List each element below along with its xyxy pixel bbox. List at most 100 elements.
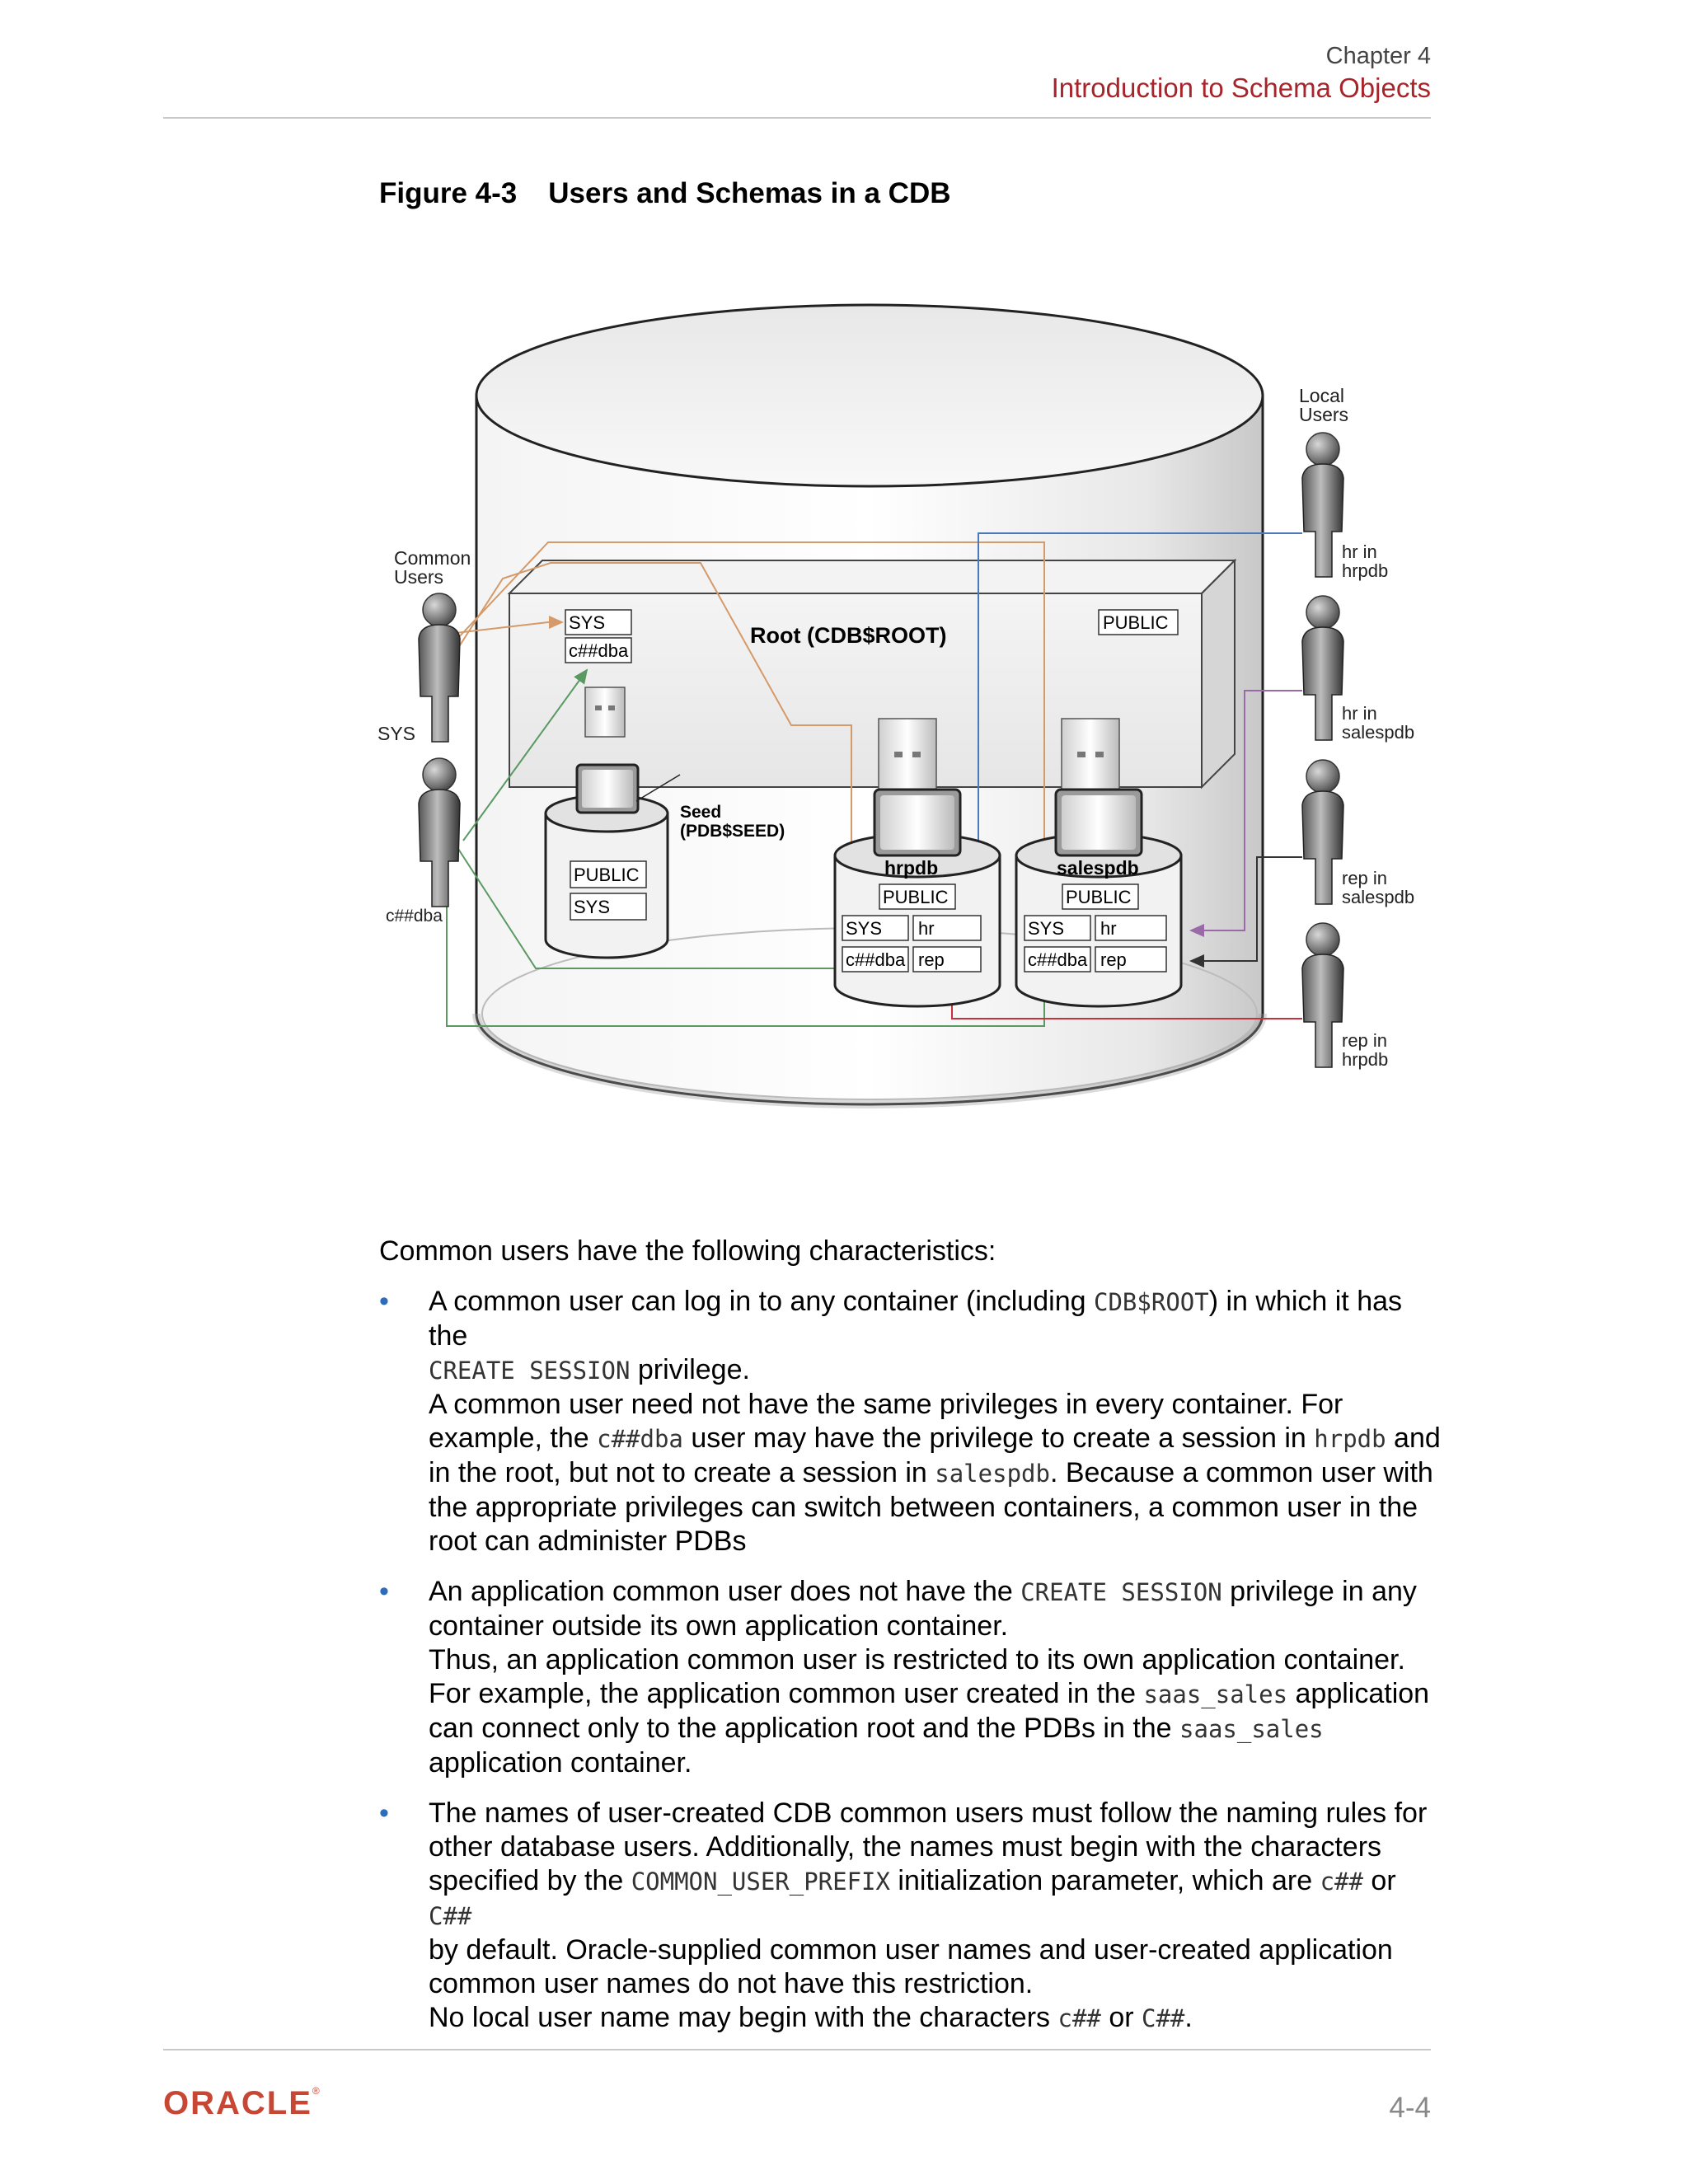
text-run: and (1386, 1422, 1441, 1454)
rep-in-salespdb-label-1: rep in (1342, 868, 1387, 888)
rep-in-hrpdb-label-2: hrpdb (1342, 1049, 1388, 1070)
seed-sys-label: SYS (574, 897, 610, 917)
code-saas-sales: saas_sales (1179, 1715, 1324, 1743)
common-user-cdba-label: c##dba (386, 907, 443, 926)
text-line: by default. Oracle-supplied common user … (429, 1934, 1393, 1966)
root-title: Root (CDB$ROOT) (750, 623, 946, 648)
salespdb-cdba-label: c##dba (1028, 949, 1088, 970)
common-users-label-2: Users (394, 566, 443, 588)
text-run: privilege in any (1221, 1576, 1417, 1607)
local-user-rep-hrpdb-icon (1301, 922, 1344, 1068)
text-run: can connect only to the application root… (429, 1713, 1180, 1744)
salespdb-label: salespdb (1057, 857, 1139, 879)
text-run: . Because a common user with (1049, 1457, 1433, 1488)
local-user-hr-hrpdb-icon (1301, 432, 1344, 578)
text-run: user may have the privilege to create a … (682, 1422, 1315, 1454)
text-run: application (1287, 1678, 1430, 1709)
text-line: The names of user-created CDB common use… (429, 1797, 1428, 1829)
header-title[interactable]: Introduction to Schema Objects (1051, 73, 1431, 103)
text-run: example, the (429, 1422, 598, 1454)
cdb-diagram: SYS c##dba PUBLIC Root (CDB$ROOT) PUBLIC… (377, 303, 1414, 1108)
text-line: Thus, an application common user is rest… (429, 1644, 1405, 1675)
code-prefix-lower: c## (1320, 1868, 1363, 1896)
oracle-logo: ORACLE® (163, 2085, 321, 2122)
header-divider (163, 117, 1431, 119)
list-item: • The names of user-created CDB common u… (379, 1797, 1442, 2036)
text-run: privilege. (630, 1354, 750, 1385)
code-create-session: CREATE SESSION (1020, 1578, 1222, 1606)
text-run: ) in which it has the (429, 1286, 1403, 1352)
list-item: • An application common user does not ha… (379, 1575, 1442, 1780)
hrpdb-rep-label: rep (918, 949, 945, 970)
rep-in-hrpdb-label-1: rep in (1342, 1030, 1387, 1051)
code-cdbroot: CDB$ROOT (1094, 1288, 1209, 1316)
hrpdb-sys-label: SYS (846, 918, 882, 939)
page-number: 4-4 (1389, 2092, 1431, 2124)
hr-in-salespdb-label-1: hr in (1342, 703, 1377, 724)
root-sys-label: SYS (569, 612, 605, 633)
hrpdb-hr-label: hr (918, 918, 935, 939)
figure-caption: Figure 4-3 Users and Schemas in a CDB (379, 177, 951, 210)
hrpdb-pdb: hrpdb PUBLIC SYS hr c##dba rep (833, 718, 1001, 1008)
list-item: • A common user can log in to any contai… (379, 1285, 1442, 1558)
salespdb-pdb: salespdb PUBLIC SYS hr c##dba rep (1015, 718, 1183, 1008)
text-line: container outside its own application co… (429, 1610, 1009, 1642)
local-users-label-1: Local (1299, 385, 1344, 406)
text-run: in the root, but not to create a session… (429, 1457, 935, 1488)
local-users-label-2: Users (1299, 404, 1348, 425)
seed-pdb: PUBLIC SYS Seed (PDB$SEED) (544, 687, 785, 959)
code-hrpdb: hrpdb (1314, 1425, 1386, 1453)
salespdb-rep-label: rep (1100, 949, 1127, 970)
seed-label-2: (PDB$SEED) (680, 822, 785, 841)
text-run: or (1362, 1865, 1396, 1896)
seed-label-1: Seed (680, 803, 721, 822)
text-run: A common user can log in to any containe… (429, 1286, 1095, 1317)
code-salespdb: salespdb (935, 1460, 1050, 1488)
intro-paragraph: Common users have the following characte… (379, 1235, 996, 1267)
code-common-user-prefix: COMMON_USER_PREFIX (631, 1868, 890, 1896)
text-run: For example, the application common user… (429, 1678, 1144, 1709)
common-user-sys-label: SYS (377, 723, 415, 744)
figure-title: Users and Schemas in a CDB (548, 177, 951, 209)
oracle-logo-text: ORACLE (163, 2085, 312, 2121)
text-line: application container. (429, 1747, 692, 1779)
text-run: An application common user does not have… (429, 1576, 1021, 1607)
root-public-label: PUBLIC (1103, 612, 1169, 633)
local-user-hr-salespdb-icon (1301, 595, 1344, 741)
code-cdba: c##dba (597, 1425, 683, 1453)
seed-public-label: PUBLIC (574, 865, 640, 885)
salespdb-sys-label: SYS (1028, 918, 1064, 939)
code-prefix-lower: c## (1057, 2004, 1101, 2032)
figure-number: Figure 4-3 (379, 177, 518, 209)
trademark-icon: ® (312, 2085, 321, 2097)
root-container-box (507, 558, 1237, 790)
root-schema-boxes: SYS c##dba PUBLIC Root (CDB$ROOT) (565, 609, 1179, 663)
bullet-icon: • (379, 1576, 389, 1607)
text-line: the appropriate privileges can switch be… (429, 1492, 1418, 1523)
footer-divider (163, 2049, 1431, 2050)
hr-in-salespdb-label-2: salespdb (1342, 722, 1414, 743)
local-user-rep-salespdb-icon (1301, 759, 1344, 905)
text-line: common user names do not have this restr… (429, 1968, 1034, 1999)
salespdb-hr-label: hr (1100, 918, 1117, 939)
hrpdb-cdba-label: c##dba (846, 949, 906, 970)
header-chapter: Chapter 4 (1325, 43, 1431, 69)
text-run: initialization parameter, which are (889, 1865, 1320, 1896)
root-cdba-label: c##dba (569, 640, 629, 661)
code-create-session: CREATE SESSION (429, 1357, 631, 1385)
body-text: Common users have the following characte… (379, 1235, 1442, 2052)
text-line: A common user need not have the same pri… (429, 1389, 1343, 1420)
bullet-icon: • (379, 1797, 389, 1829)
text-run: . (1184, 2002, 1193, 2033)
rep-in-salespdb-label-2: salespdb (1342, 887, 1414, 907)
hr-in-hrpdb-label-2: hrpdb (1342, 560, 1388, 581)
hrpdb-label: hrpdb (884, 857, 938, 879)
characteristics-list: • A common user can log in to any contai… (379, 1285, 1442, 2036)
text-run: specified by the (429, 1865, 631, 1896)
common-user-sys-icon (418, 593, 461, 743)
code-prefix-upper: C## (429, 1902, 472, 1930)
code-prefix-upper: C## (1142, 2004, 1185, 2032)
text-run: or (1100, 2002, 1142, 2033)
text-line: other database users. Additionally, the … (429, 1831, 1382, 1863)
text-line: root can administer PDBs (429, 1526, 747, 1557)
